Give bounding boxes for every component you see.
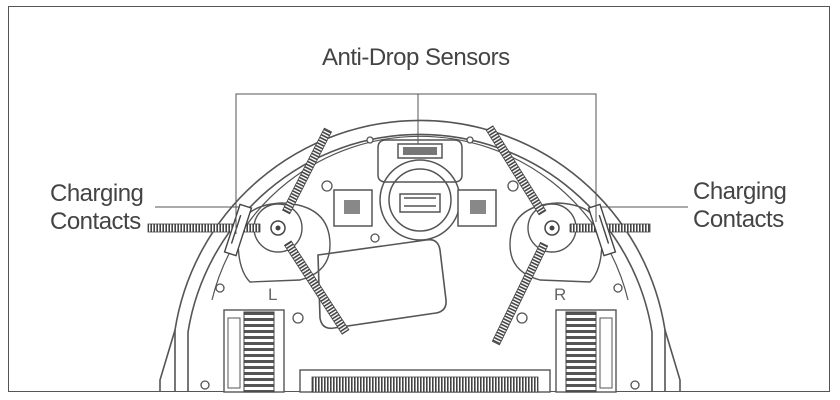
charging-right-line1: Charging — [693, 178, 787, 205]
left-brush-housing — [237, 202, 331, 283]
charging-left-line1: Charging — [50, 180, 144, 207]
right-drive-wheel — [555, 309, 617, 393]
right-brush-housing — [509, 202, 603, 283]
charging-contact-right — [587, 203, 617, 257]
left-drive-wheel — [223, 309, 285, 393]
left-side-brush — [147, 127, 350, 335]
anti-drop-sensor-right — [457, 189, 497, 227]
screws — [200, 136, 640, 390]
charging-contacts-right-label: Charging Contacts — [693, 178, 787, 234]
center-caster-wheel — [379, 159, 461, 241]
robot-body — [159, 119, 681, 392]
battery-cover — [317, 238, 447, 330]
left-wheel-letter: L — [268, 285, 277, 304]
anti-drop-sensors-label: Anti-Drop Sensors — [322, 44, 510, 71]
charging-contacts-left-label: Charging Contacts — [50, 180, 144, 236]
anti-drop-sensor-left — [333, 189, 373, 227]
anti-drop-leader-lines — [235, 93, 597, 234]
diagram-frame — [8, 6, 830, 392]
main-brush — [299, 369, 551, 393]
right-wheel-letter: R — [554, 285, 566, 304]
charging-left-line2: Contacts — [50, 208, 141, 235]
anti-drop-sensor-top — [377, 139, 463, 183]
charging-right-line2: Contacts — [693, 206, 784, 233]
right-side-brush — [485, 125, 651, 346]
